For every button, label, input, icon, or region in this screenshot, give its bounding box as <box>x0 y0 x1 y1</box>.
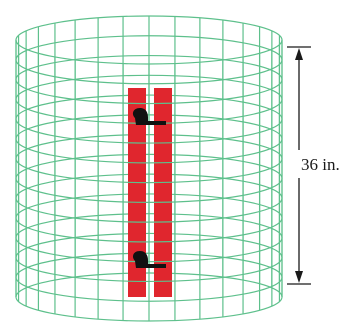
support-posts <box>128 88 172 297</box>
dimension-arrow-up-icon <box>295 48 303 60</box>
upper-clip-icon <box>132 108 148 125</box>
height-dimension: 36 in. <box>287 46 340 285</box>
upper-clip-bar <box>144 121 166 125</box>
lower-clip-icon <box>132 251 148 268</box>
right-post <box>154 88 172 297</box>
dimension-arrow-down-icon <box>295 271 303 283</box>
post-clips <box>132 108 166 268</box>
left-post <box>128 88 146 297</box>
lower-clip-bar <box>144 264 166 268</box>
height-label: 36 in. <box>301 155 340 174</box>
